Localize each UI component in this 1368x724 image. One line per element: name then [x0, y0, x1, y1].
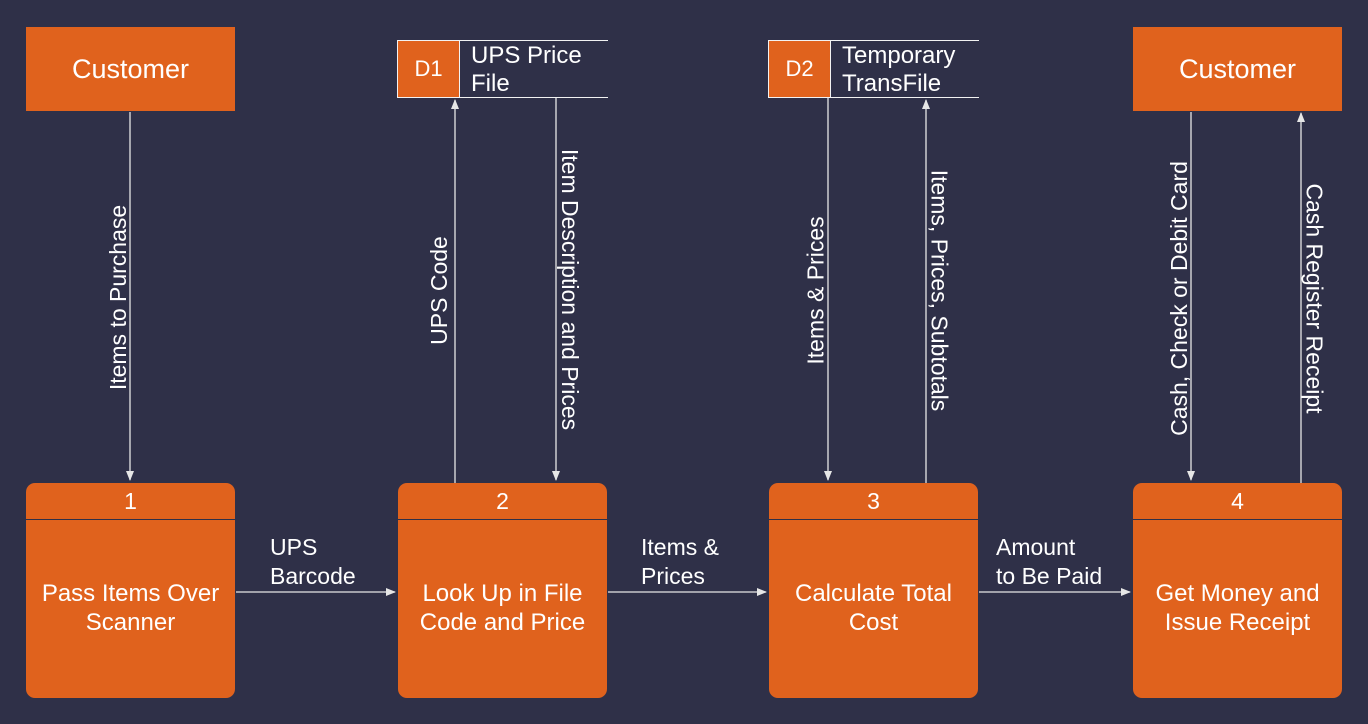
flow-label-ups-barcode: UPS Barcode [270, 534, 356, 589]
entity-customer-right-label: Customer [1178, 53, 1297, 84]
data-store-d2-id: D2 [769, 41, 831, 97]
data-store-d1-name: UPS Price File [471, 42, 582, 97]
flow-label-amount-to-be-paid: Amount to Be Paid [996, 534, 1103, 589]
entity-customer-right: Customer [1133, 27, 1342, 111]
flow-label-items-prices-subtotals: Items, Prices, Subtotals [926, 169, 953, 411]
process-4-number: 4 [1133, 483, 1342, 520]
data-store-d2-name: Temporary TransFile [842, 42, 956, 97]
process-2-number: 2 [398, 483, 607, 520]
flow-label-cash-register-receipt: Cash Register Receipt [1301, 182, 1328, 414]
process-2: 2 Look Up in File Code and Price [398, 483, 607, 698]
entity-customer-left-label: Customer [71, 53, 190, 84]
data-store-d1: D1 UPS Price File [397, 40, 608, 98]
data-store-d2: D2 Temporary TransFile [768, 40, 979, 98]
entity-customer-left: Customer [26, 27, 235, 111]
process-3-label: Calculate Total Cost [795, 580, 952, 636]
process-1-number: 1 [26, 483, 235, 520]
process-3-number: 3 [769, 483, 978, 520]
process-1-label: Pass Items Over Scanner [41, 580, 220, 636]
flow-label-ups-code: UPS Code [425, 235, 452, 345]
flow-label-items-prices-v: Items & Prices [802, 215, 829, 365]
process-4: 4 Get Money and Issue Receipt [1133, 483, 1342, 698]
process-3: 3 Calculate Total Cost [769, 483, 978, 698]
data-store-d1-id: D1 [398, 41, 460, 97]
flow-label-items-to-purchase: Items to Purchase [104, 204, 131, 390]
process-2-label: Look Up in File Code and Price [419, 580, 586, 636]
flow-label-cash-check-debit: Cash, Check or Debit Card [1165, 160, 1192, 436]
process-4-label: Get Money and Issue Receipt [1155, 580, 1320, 636]
flow-label-items-prices-h: Items & Prices [641, 534, 719, 589]
process-1: 1 Pass Items Over Scanner [26, 483, 235, 698]
flow-label-item-description: Item Description and Prices [556, 148, 583, 430]
